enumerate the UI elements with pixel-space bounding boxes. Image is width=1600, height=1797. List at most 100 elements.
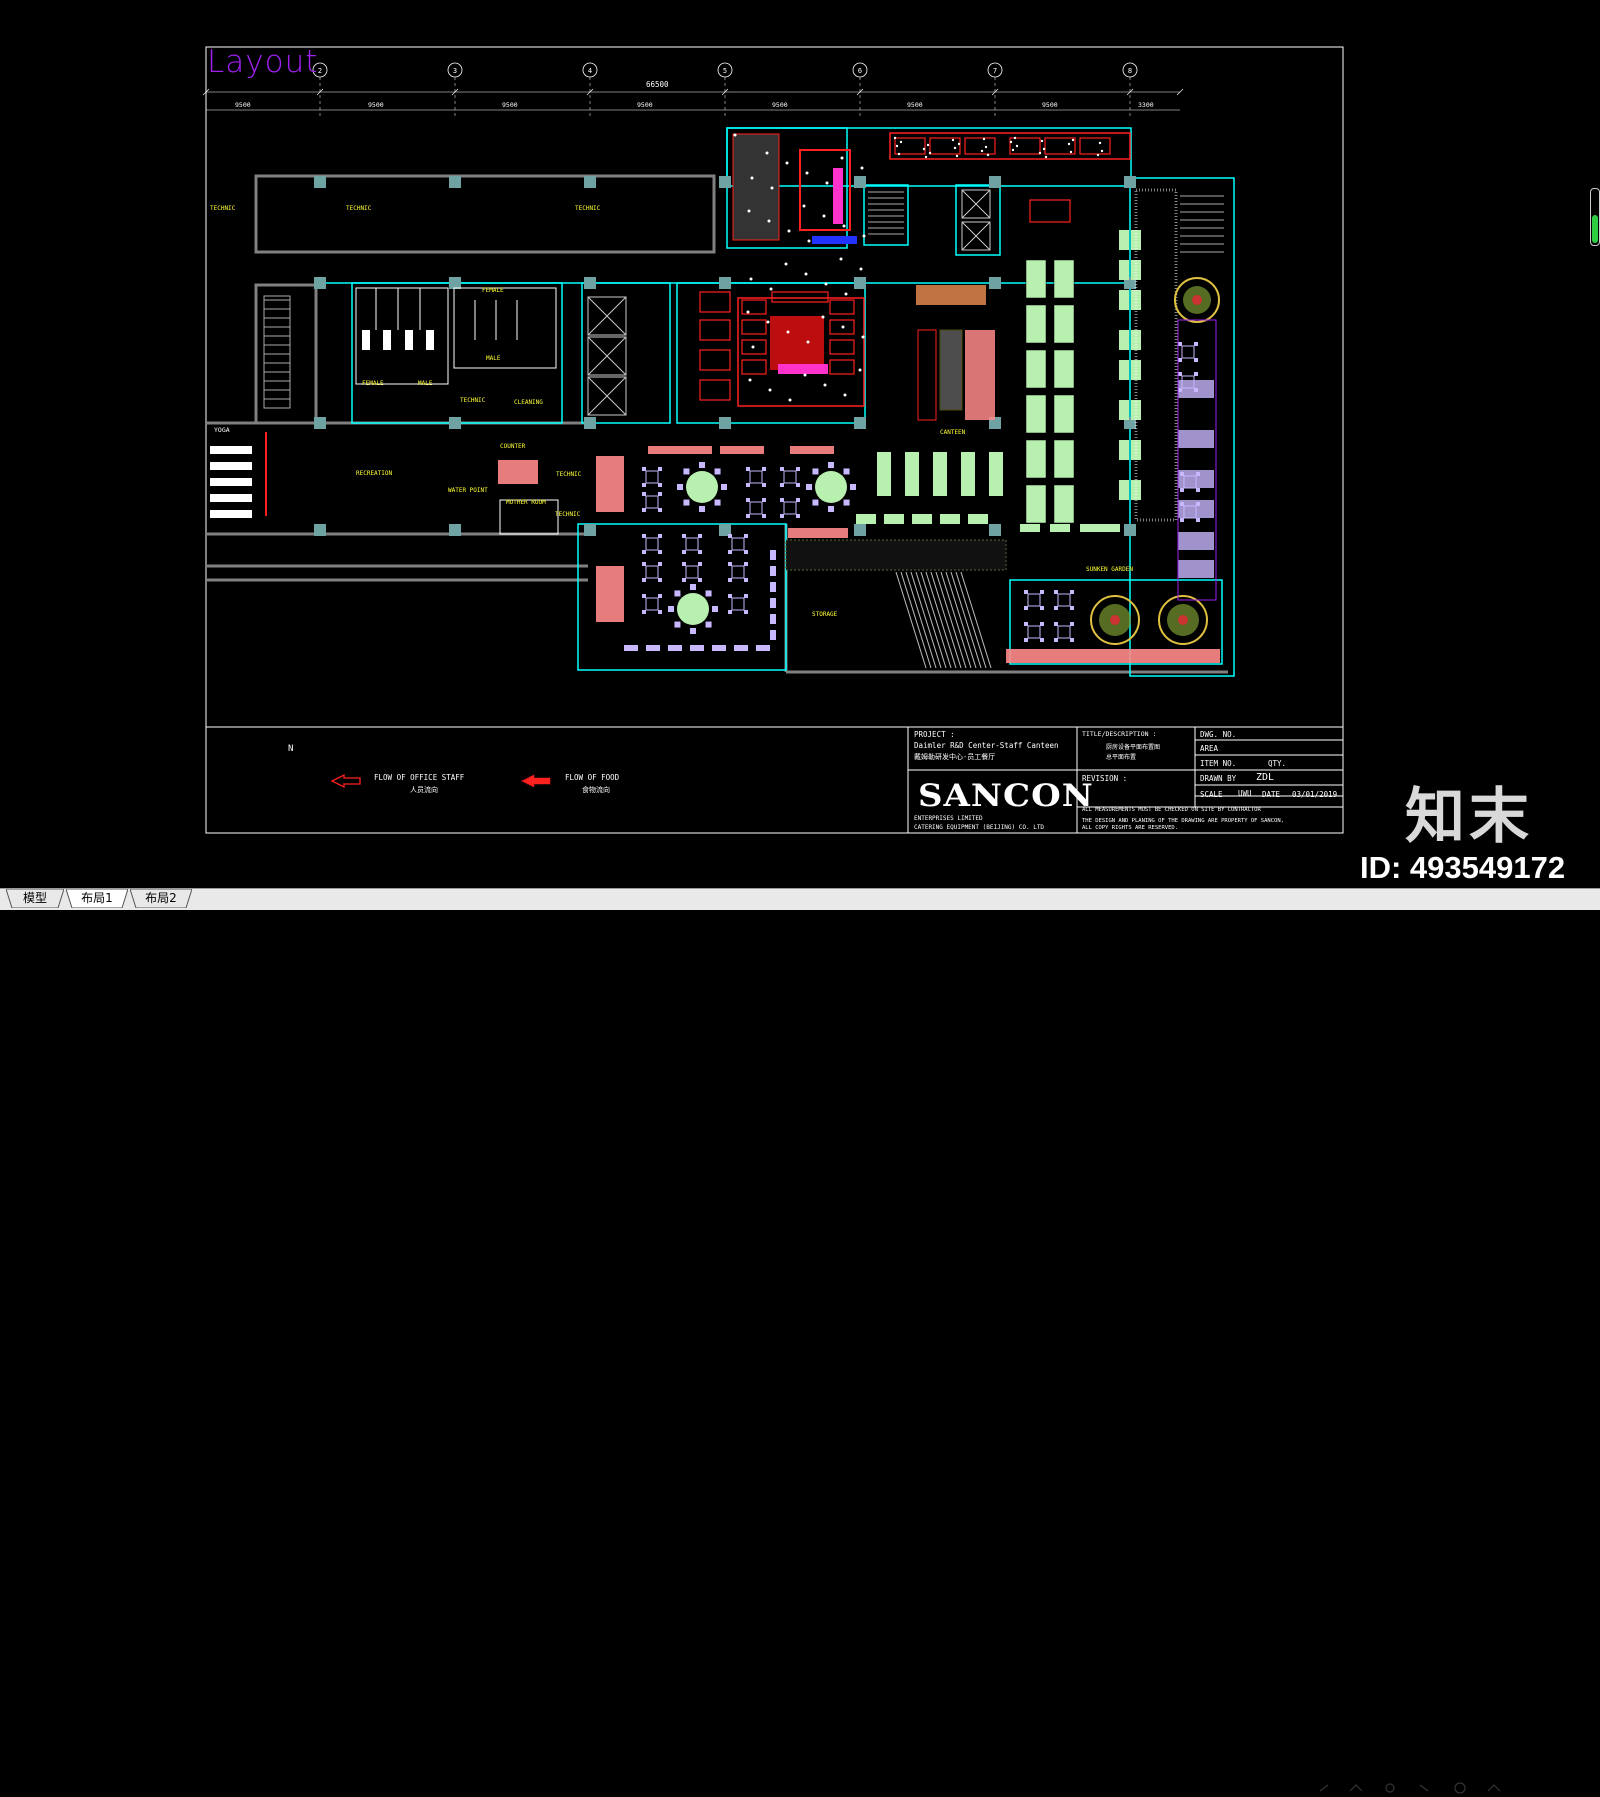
room-label-water-point: WATER POINT [448, 487, 488, 494]
qty-label: QTY. [1268, 759, 1287, 768]
chair [756, 645, 770, 651]
chair [728, 610, 732, 614]
chair [812, 468, 819, 475]
chair [1024, 622, 1028, 626]
square-table [731, 565, 745, 579]
chair [642, 594, 646, 598]
drawn-by-value: ZDL [1256, 772, 1275, 783]
structural-column [584, 524, 596, 536]
bench [1100, 524, 1120, 532]
dining-table [1119, 400, 1129, 420]
room-label-counter: COUNTER [500, 443, 526, 450]
chair [712, 606, 718, 612]
round-table [677, 593, 709, 625]
overall-dimension: 66500 [646, 80, 669, 89]
chair [682, 562, 686, 566]
chair [690, 584, 696, 590]
chair [714, 468, 721, 475]
title-label: TITLE/DESCRIPTION : [1082, 730, 1157, 738]
note-3: ALL COPY RIGHTS ARE RESERVED. [1082, 825, 1179, 831]
chair [658, 594, 662, 598]
round-table [815, 471, 847, 503]
bench [1080, 524, 1100, 532]
chair [705, 590, 712, 597]
dining-table [1053, 349, 1075, 389]
structural-column [854, 176, 866, 188]
grid-number: 7 [993, 67, 997, 75]
chair [698, 562, 702, 566]
chair [744, 562, 748, 566]
chair [658, 492, 662, 496]
chair [705, 621, 712, 628]
grid-number: 2 [318, 67, 322, 75]
chair [698, 578, 702, 582]
chair [714, 499, 721, 506]
item-no-label: ITEM NO. [1200, 759, 1237, 768]
dining-table [877, 452, 891, 496]
dining-table [1053, 484, 1075, 524]
title-cn-1: 厨房设备平面布置图 [1106, 744, 1161, 751]
room-label-yoga: YOGA [214, 426, 230, 434]
note-1: ALL MEASUREMENTS MUST BE CHECKED ON SITE… [1082, 807, 1261, 813]
chair [1054, 638, 1058, 642]
structural-column [449, 417, 461, 429]
chair [728, 578, 732, 582]
bay-dimension: 9500 [907, 101, 923, 109]
room-label-technic: TECHNIC [556, 471, 582, 478]
date-value: 03/01/2019 [1292, 790, 1338, 799]
chair [1024, 606, 1028, 610]
square-table [1057, 593, 1071, 607]
dining-table [1053, 259, 1075, 299]
date-label: DATE [1262, 790, 1281, 799]
tab-model[interactable]: 模型 [6, 889, 64, 908]
room-label-female: FEMALE [362, 380, 384, 387]
chair [1194, 358, 1198, 362]
dining-table [905, 452, 919, 496]
chair [658, 550, 662, 554]
chair [746, 498, 750, 502]
chair [770, 582, 776, 592]
chair [770, 598, 776, 608]
chair [658, 562, 662, 566]
project-name: Daimler R&D Center-Staff Canteen [914, 741, 1059, 750]
bay-dimension: 9500 [368, 101, 384, 109]
dining-table [1053, 394, 1075, 434]
chair [744, 550, 748, 554]
status-bar-icons [1319, 1782, 1501, 1794]
grid-number: 3 [453, 67, 457, 75]
chair [780, 483, 784, 487]
bay-dimension: 9500 [235, 101, 251, 109]
dining-table [1025, 259, 1047, 299]
structural-column [989, 524, 1001, 536]
chair [642, 562, 646, 566]
legend-food-flow-cn: 食物流向 [582, 786, 610, 794]
scale-value: UWU [1238, 789, 1252, 798]
chair [683, 499, 690, 506]
chair [770, 566, 776, 576]
square-table [1027, 625, 1041, 639]
chair [1040, 622, 1044, 626]
chair [682, 550, 686, 554]
booth-seat [1178, 380, 1214, 398]
sheet-frame [205, 46, 1344, 834]
chair [762, 514, 766, 518]
square-table [1027, 593, 1041, 607]
structural-column [989, 176, 1001, 188]
layout-tab-bar: 模型 布局1 布局2 [0, 888, 1600, 1794]
tab-layout2[interactable]: 布局2 [130, 889, 192, 908]
zoom-scroll-indicator[interactable] [1590, 188, 1600, 246]
sancon-logo: SANCON [918, 777, 1094, 815]
tab-layout1[interactable]: 布局1 [66, 889, 128, 908]
chair [728, 534, 732, 538]
square-table [685, 565, 699, 579]
chair [812, 499, 819, 506]
scale-label: SCALE [1200, 790, 1223, 799]
watermark-id: ID: 493549172 [1360, 850, 1566, 885]
room-label-female: FEMALE [482, 287, 504, 294]
legend-office-flow-cn: 人员流向 [410, 786, 438, 794]
room-label-technic: TECHNIC [346, 205, 372, 212]
square-table [783, 470, 797, 484]
chair [1040, 590, 1044, 594]
chair [668, 606, 674, 612]
